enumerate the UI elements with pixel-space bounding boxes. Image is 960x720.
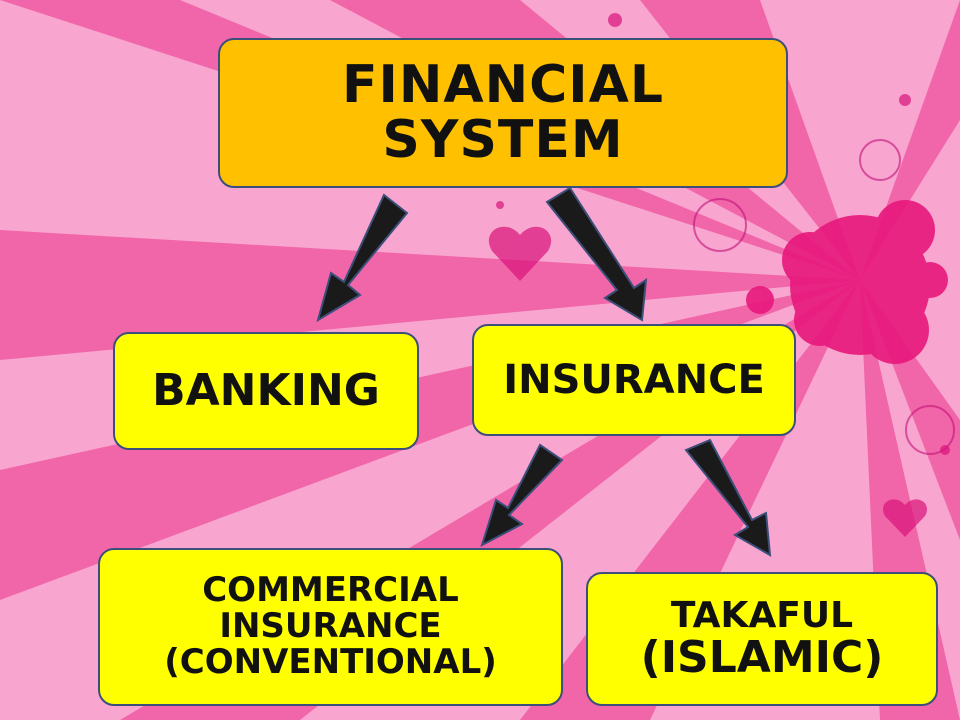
node-banking: Banking [113, 332, 419, 450]
node-financial-system-line-1: Financial [341, 55, 665, 116]
node-banking-label: Banking [152, 364, 380, 416]
node-takaful-line-2: (Islamic) [640, 631, 884, 683]
node-financial-system: Financial System [218, 38, 788, 188]
node-commercial-line-2: Insurance [219, 606, 442, 647]
node-insurance-label: Insurance [503, 357, 765, 403]
node-commercial-line-3: (Conventional) [164, 641, 497, 682]
node-financial-system-line-2: System [382, 110, 624, 170]
node-commercial-insurance: Commercial Insurance (Conventional) [98, 548, 563, 706]
node-commercial-line-1: Commercial [202, 570, 459, 611]
node-insurance: Insurance [472, 324, 796, 436]
node-takaful: Takaful (Islamic) [586, 572, 938, 706]
node-takaful-line-1: Takaful [670, 595, 854, 636]
